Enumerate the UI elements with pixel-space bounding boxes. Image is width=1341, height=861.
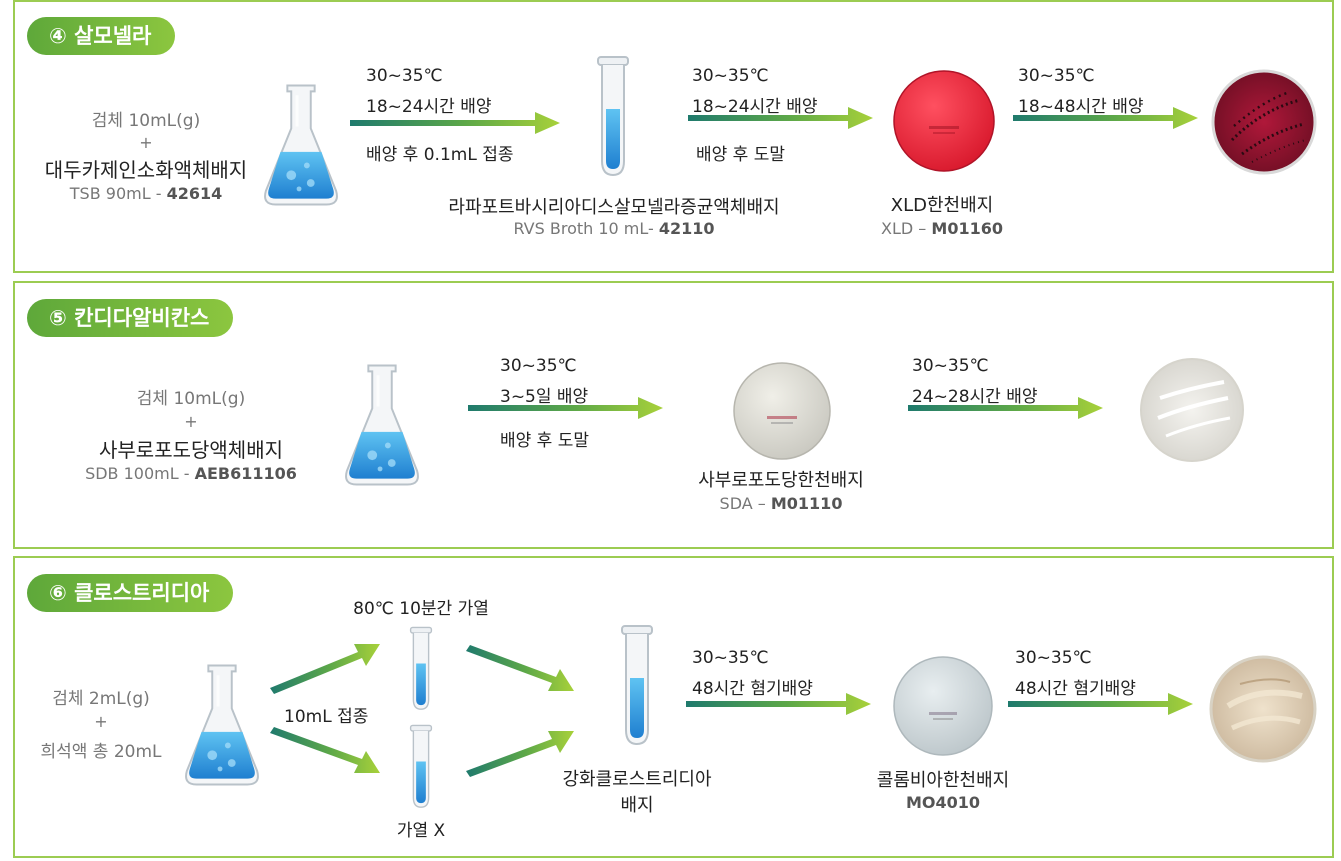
columbia-agar-plate-icon [893, 656, 993, 756]
section-candida: ⑤ 칸디다알비칸스 [13, 281, 1334, 549]
no-heating-label: 가열 X [396, 821, 446, 841]
step-note: 배양 후 도말 [500, 431, 590, 451]
arrow-icon [466, 645, 574, 691]
plate-medium-name: 사부로포도당한천배지 [698, 470, 864, 491]
section-title: ⑥ 클로스트리디아 [27, 574, 234, 612]
step-duration: 3~5일 배양 [500, 387, 589, 407]
step-temperature: 30~35℃ [366, 66, 443, 86]
test-tube-icon [407, 724, 435, 810]
step-note: 배양 후 0.1mL 접종 [366, 145, 514, 165]
step-duration: 48시간 혐기배양 [692, 679, 813, 699]
diluent-volume: 희석액 총 20mL [40, 742, 162, 762]
arrow-icon [908, 397, 1103, 419]
tube-medium-name-line2: 배지 [620, 795, 654, 816]
step-duration: 18~24시간 배양 [366, 97, 492, 117]
clostridia-colonies-plate-icon [1209, 655, 1317, 763]
step-note: 배양 후 도말 [696, 145, 786, 165]
step-temperature: 30~35℃ [692, 648, 769, 668]
arrow-icon [468, 397, 663, 419]
section-salmonella: ④ 살모넬라 [13, 0, 1334, 273]
step-temperature: 30~35℃ [1015, 648, 1092, 668]
tube-medium-name: 강화클로스트리디아 [562, 769, 712, 790]
medium-code: TSB 90mL - 42614 [69, 184, 223, 203]
plus-sign: + [184, 412, 198, 431]
plus-sign: + [139, 133, 153, 152]
candida-colonies-plate-icon [1140, 358, 1244, 462]
flask-icon [343, 360, 421, 490]
test-tube-icon [407, 626, 435, 712]
step-temperature: 30~35℃ [1018, 66, 1095, 86]
arrow-icon [270, 644, 380, 694]
sample-volume: 검체 2mL(g) [52, 689, 150, 709]
step-duration: 18~24시간 배양 [692, 97, 818, 117]
red-agar-plate-icon [893, 70, 995, 172]
plate-medium-code: XLD – M01160 [881, 219, 1003, 238]
arrow-icon [270, 727, 380, 773]
section-title: ⑤ 칸디다알비칸스 [27, 299, 234, 337]
section-title: ④ 살모넬라 [27, 17, 176, 55]
step-duration: 48시간 혐기배양 [1015, 679, 1136, 699]
inoculation-label: 10mL 접종 [284, 707, 369, 727]
arrow-icon [1008, 693, 1193, 715]
step-temperature: 30~35℃ [912, 356, 989, 376]
enrichment-medium: 대두카제인소화액체배지 [44, 158, 248, 182]
plate-medium-code: MO4010 [905, 793, 981, 812]
step-duration: 24~28시간 배양 [912, 387, 1038, 407]
sample-volume: 검체 10mL(g) [91, 111, 201, 131]
plate-medium-name: 콜롬비아한천배지 [876, 770, 1010, 791]
arrow-icon [466, 731, 574, 777]
plate-medium-code: SDA – M01110 [719, 494, 843, 513]
step-temperature: 30~35℃ [500, 356, 577, 376]
step-temperature: 30~35℃ [692, 66, 769, 86]
arrow-icon [1013, 107, 1198, 129]
medium-code: SDB 100mL - AEB611106 [85, 464, 297, 483]
heating-label: 80℃ 10분간 가열 [353, 599, 489, 619]
tube-medium-name: 라파포트바시리아디스살모넬라증균액체배지 [448, 197, 780, 218]
enrichment-medium: 사부로포도당액체배지 [99, 438, 283, 462]
flask-icon [262, 80, 340, 210]
plus-sign: + [94, 712, 108, 731]
step-duration: 18~48시간 배양 [1018, 97, 1144, 117]
test-tube-icon [596, 55, 630, 179]
arrow-icon [688, 107, 873, 129]
arrow-icon [350, 112, 560, 134]
tube-medium-code: RVS Broth 10 mL- 42110 [513, 219, 715, 238]
sda-plate-icon [733, 362, 831, 460]
salmonella-colonies-plate-icon [1211, 69, 1317, 175]
sample-volume: 검체 10mL(g) [136, 389, 246, 409]
test-tube-icon [620, 624, 654, 748]
plate-medium-name: XLD한천배지 [890, 195, 994, 216]
flask-icon [183, 660, 261, 790]
arrow-icon [686, 693, 871, 715]
